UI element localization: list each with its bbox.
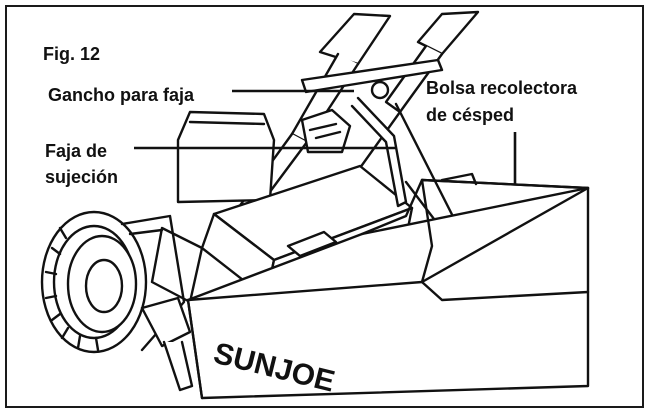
- front-wheel: [40, 210, 186, 354]
- grass-collection-bag: [186, 172, 590, 400]
- callout-faja-line1: Faja de: [45, 141, 108, 161]
- callout-gancho-para-faja: Gancho para faja: [48, 85, 195, 105]
- callout-faja-de-sujecion: Faja de sujeción: [45, 138, 118, 190]
- side-bracket: [140, 296, 194, 392]
- callout-bolsa-line1: Bolsa recolectora: [426, 78, 578, 98]
- callout-bolsa-line2: de césped: [426, 105, 515, 125]
- leader-lines: [134, 89, 517, 184]
- figure-frame: SUNJOE Fig. 12 Gancho para faja Faja de …: [5, 5, 644, 408]
- lawn-mower-illustration: SUNJOE: [40, 10, 590, 400]
- callout-bolsa-recolectora: Bolsa recolectora de césped: [426, 75, 577, 129]
- callout-faja-line2: sujeción: [45, 167, 119, 187]
- motor-housing: [176, 108, 352, 204]
- figure-label: Fig. 12: [43, 44, 101, 64]
